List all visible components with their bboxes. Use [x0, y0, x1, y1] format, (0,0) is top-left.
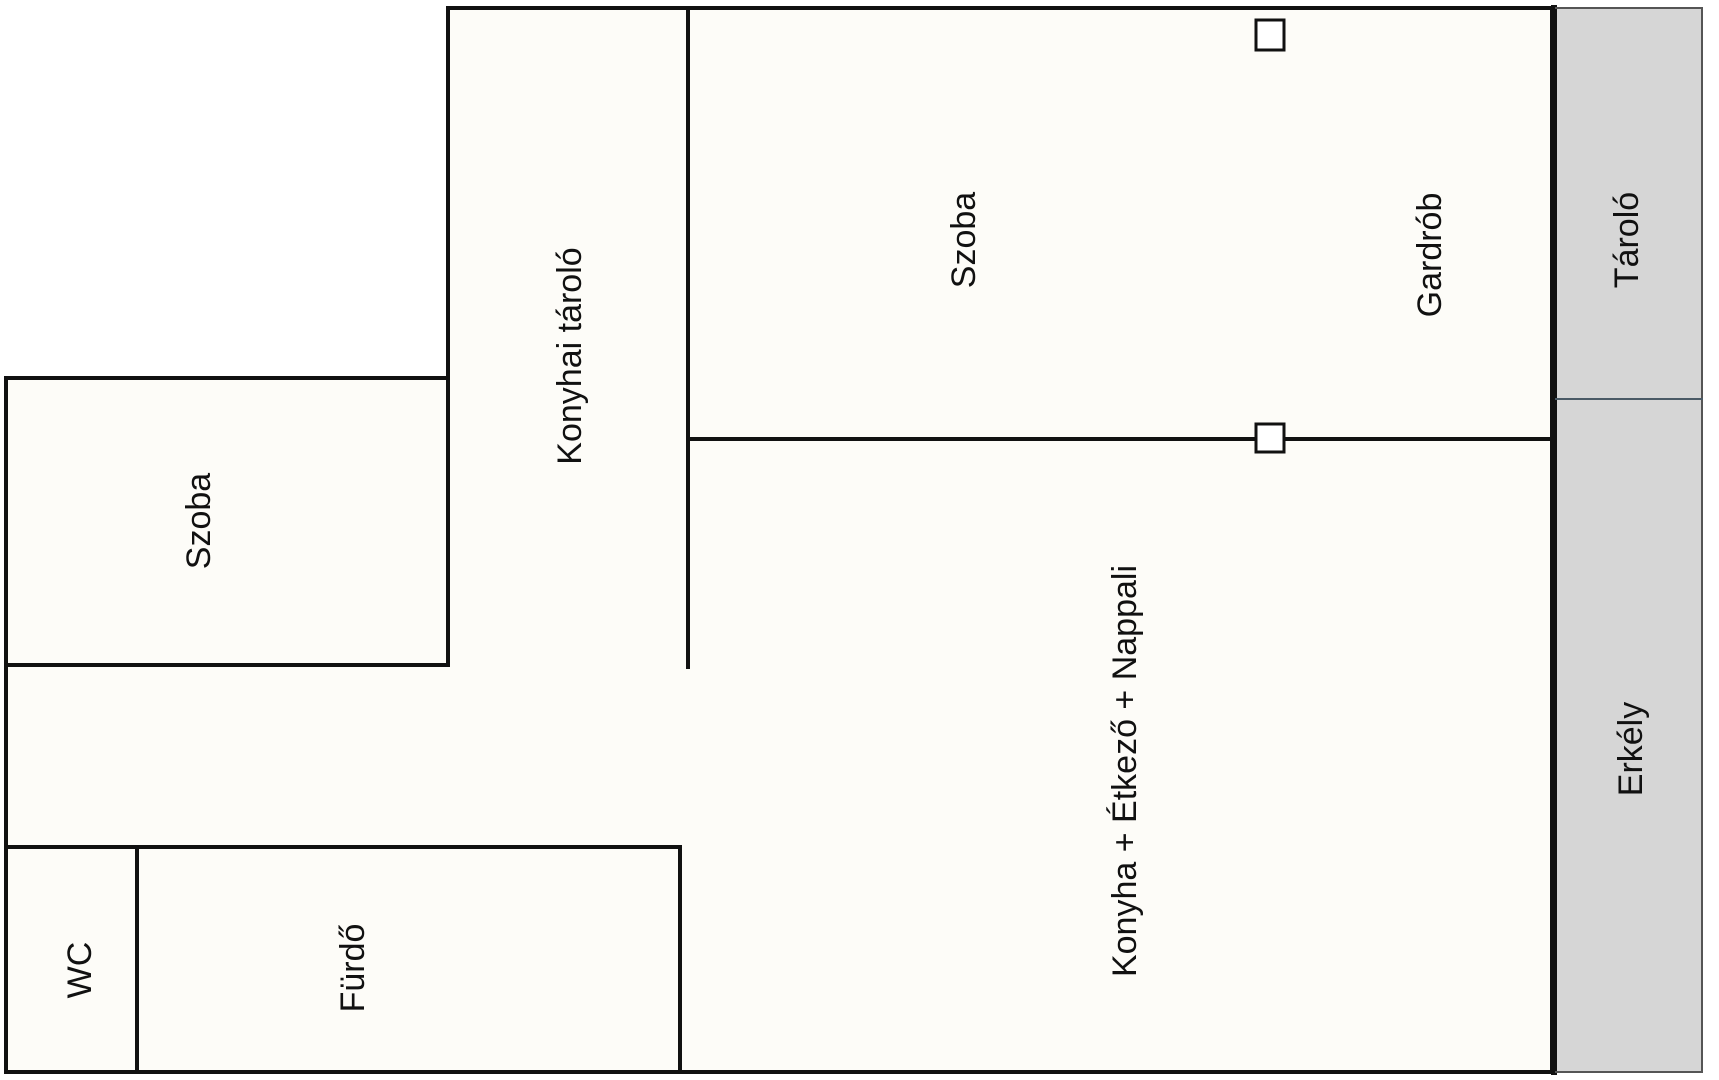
- erkely-area: [1556, 400, 1702, 1072]
- label-gardrob: Gardrób: [1411, 193, 1449, 318]
- tarolo-area: [1556, 8, 1702, 398]
- label-furdo: Fürdő: [334, 924, 372, 1013]
- label-wc: WC: [61, 942, 99, 999]
- markers: [1254, 18, 1286, 454]
- label-konyha-nappali: Konyha + Étkező + Nappali: [1106, 565, 1144, 977]
- label-konyhai-tarolo: Konyhai tároló: [551, 247, 589, 464]
- label-szoba-left: Szoba: [180, 473, 218, 569]
- room-labels: Szoba Konyhai tároló Szoba Gardrób Tárol…: [61, 192, 1650, 1013]
- label-erkely: Erkély: [1612, 702, 1650, 796]
- walls: [4, 5, 1703, 1075]
- apartment-floor: [6, 8, 1552, 1072]
- square-marker-middle: [1254, 422, 1286, 454]
- label-szoba-top: Szoba: [945, 192, 983, 288]
- floor-areas: [6, 8, 1702, 1072]
- label-tarolo: Tároló: [1608, 192, 1646, 288]
- square-marker-top: [1254, 18, 1286, 52]
